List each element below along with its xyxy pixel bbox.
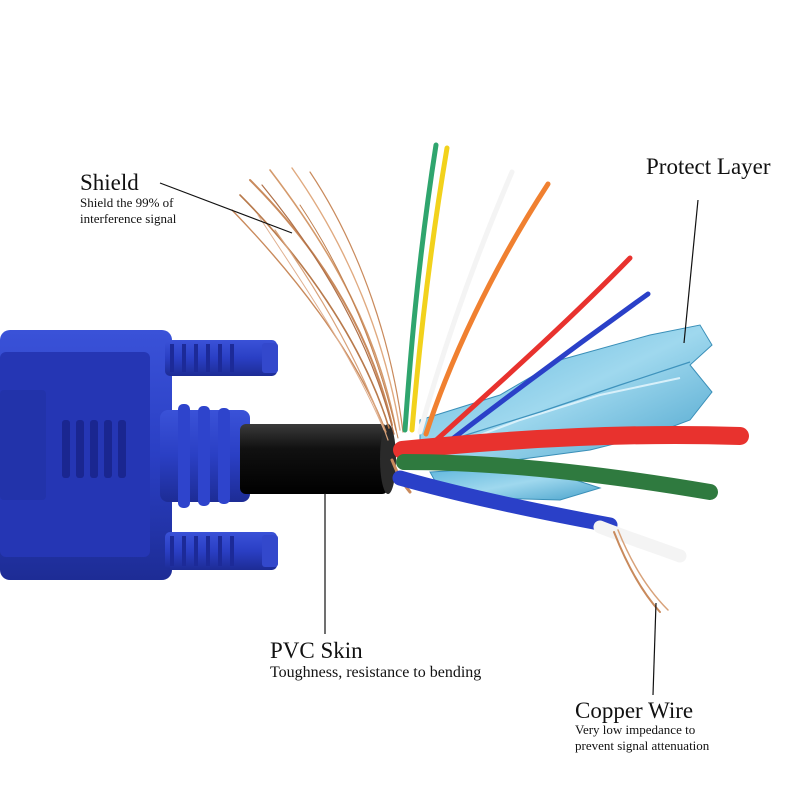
shield-desc-line-2: interference signal: [80, 211, 177, 226]
wire-blue-thin: [435, 291, 651, 453]
top-thumbscrew: [165, 340, 278, 376]
wire-red-thin: [429, 255, 633, 447]
leader-lines: [159, 182, 699, 696]
copper-wire-desc-line-2: prevent signal attenuation: [575, 738, 710, 753]
protect-layer-title: Protect Layer: [646, 154, 771, 179]
copper-braid-shield: [231, 167, 412, 494]
leader-copper-wire: [652, 602, 657, 696]
pvc-skin-desc: Toughness, resistance to bending: [270, 664, 482, 681]
copper-wire-title: Copper Wire: [575, 698, 694, 723]
leader-shield: [159, 182, 293, 234]
wire-green-thick: [396, 454, 718, 500]
connector-grip-ridges: [62, 420, 126, 478]
copper-wire-desc-line-1: Very low impedance to: [575, 722, 696, 737]
wire-blue-thick: [392, 470, 618, 533]
wire-red-thick: [393, 425, 749, 459]
wire-orange: [423, 181, 551, 437]
strain-relief: [160, 404, 250, 508]
shield-title: Shield: [80, 170, 139, 195]
leader-protect-layer: [683, 199, 699, 344]
wire-yellow: [409, 145, 450, 433]
copper-strands: [613, 531, 661, 613]
wire-white-top: [417, 169, 515, 435]
pvc-skin-title: PVC Skin: [270, 638, 363, 663]
wire-teal: [402, 142, 439, 433]
inner-wires: [392, 142, 749, 613]
vga-connector: [0, 330, 278, 580]
wire-white-thick: [593, 520, 687, 563]
bottom-thumbscrew: [165, 532, 278, 570]
shield-desc-line-1: Shield the 99% of: [80, 195, 174, 210]
pvc-jacket: [240, 424, 396, 494]
